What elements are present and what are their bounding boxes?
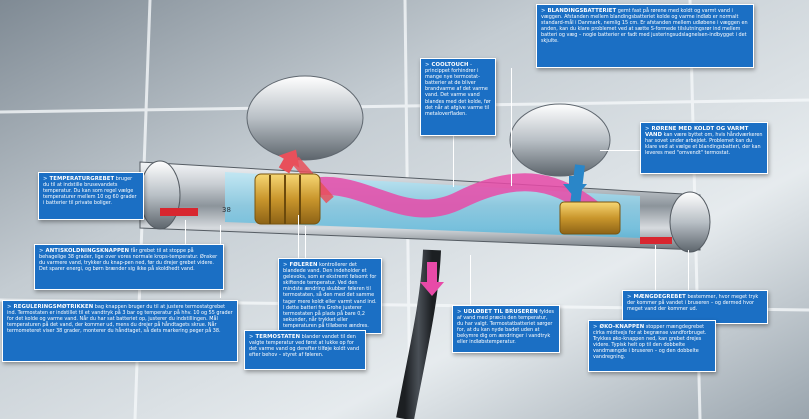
callout-title: TERMOSTATEN — [249, 334, 300, 340]
leader-line — [185, 220, 186, 245]
callout-title: ØKO-KNAPPEN — [593, 324, 645, 330]
callout-reguleringsmoetrikken: REGULERINGSMØTRIKKEN bag knappen bruger … — [2, 300, 238, 362]
temperature-scale-label: 38 — [222, 206, 231, 214]
hot-inflow-arrow — [278, 149, 300, 174]
cold-inflow-arrow — [563, 176, 587, 198]
callout-roerene: RØRENE MED KOLDT OG VARMT VAND kan være … — [640, 122, 768, 174]
callout-title: REGULERINGSMØTRIKKEN — [7, 304, 94, 310]
callout-title: RØRENE MED KOLDT OG VARMT VAND — [645, 126, 748, 138]
eco-button — [640, 237, 672, 244]
callout-text: får grebet til at stoppe på behagelige 3… — [39, 248, 218, 273]
callout-text: kan være byttet om, hvis håndværkeren ha… — [645, 132, 763, 157]
thermostat-cartridge — [254, 173, 321, 225]
leader-line — [453, 135, 454, 187]
cartridge-rings — [269, 175, 301, 224]
callout-text: kontrollerer det blandede vand. Den inde… — [283, 262, 377, 329]
callout-text: bruger du til at indstille brusevandets … — [43, 176, 137, 207]
callout-text: fyldes af vand med præcis den temperatur… — [457, 309, 554, 346]
temperature-knob — [139, 160, 181, 230]
leader-line — [600, 150, 640, 151]
callout-foeleren: FØLEREN kontrollerer det blandede vand. … — [278, 258, 382, 334]
outflow-arrow — [420, 262, 444, 296]
mixed-water-flow — [297, 173, 606, 222]
wall-flange-right — [509, 103, 611, 177]
leader-line — [298, 215, 299, 260]
callout-title: MÆNGDEGREBET — [627, 294, 686, 300]
callout-title: FØLEREN — [283, 262, 318, 268]
anti-scald-button — [160, 208, 198, 216]
leader-line — [688, 250, 689, 290]
callout-text: -princippet forhindrer i mange nye termo… — [425, 62, 491, 117]
callout-termostaten: TERMOSTATEN blander vandet til den valgt… — [244, 330, 366, 370]
leader-line — [655, 245, 656, 320]
flow-knob — [669, 191, 711, 253]
callout-antiskoldningsknappen: ANTISKOLDNINGSKNAPPEN får grebet til at … — [34, 244, 224, 290]
callout-blandingsbatteriet: BLANDINGSBATTERIET gemt fast på rørene m… — [536, 4, 754, 68]
callout-cooltouch: COOLTOUCH -princippet forhindrer i mange… — [420, 58, 496, 136]
callout-title: BLANDINGSBATTERIET — [541, 8, 617, 14]
callout-title: UDLØBET TIL BRUSEREN — [457, 309, 538, 315]
callout-udloebet: UDLØBET TIL BRUSEREN fyldes af vand med … — [452, 305, 560, 353]
callout-title: ANTISKOLDNINGSKNAPPEN — [39, 248, 130, 254]
leader-line — [511, 68, 512, 186]
callout-text: bestemmer, hvor meget tryk der kommer på… — [627, 294, 759, 313]
callout-maengdegrebet: MÆNGDEGREBET bestemmer, hvor meget tryk … — [622, 290, 768, 324]
callout-temperaturgrebet: TEMPERATURGREBET bruger du til at indsti… — [38, 172, 144, 220]
callout-oekoknappen: ØKO-KNAPPEN stopper mængdegrebet cirka m… — [588, 320, 716, 372]
flow-valve-cartridge — [559, 201, 621, 235]
callout-text: blander vandet til den valgte temperatur… — [249, 334, 360, 359]
callout-text: bag knappen bruger du til at justere ter… — [7, 304, 233, 335]
leader-line — [470, 255, 471, 305]
callout-title: TEMPERATURGREBET — [43, 176, 115, 182]
callout-text: stopper mængdegrebet cirka midtvejs for … — [593, 324, 707, 361]
callout-text: gemt fast på rørene med koldt og varmt v… — [541, 8, 748, 45]
callout-title: COOLTOUCH — [425, 62, 469, 68]
wall-flange-left — [246, 75, 364, 161]
